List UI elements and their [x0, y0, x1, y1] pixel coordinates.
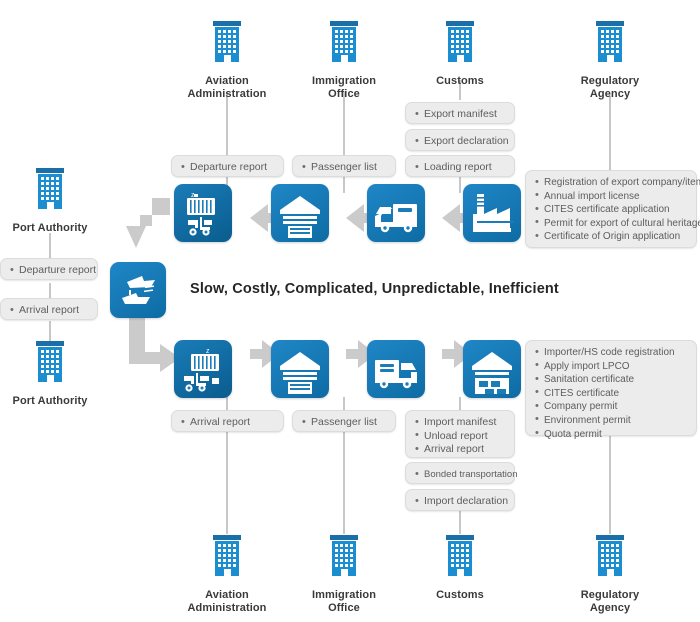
flow-tile-container-forklift-export[interactable]: z: [174, 184, 232, 242]
building-icon: [570, 532, 650, 585]
doc-box-port-arrival-report[interactable]: Arrival report: [0, 298, 98, 320]
doc-item: Departure report: [181, 161, 274, 175]
agency-regulatory-agency-top[interactable]: Regulatory Agency: [570, 18, 650, 100]
flow-tile-warehouse-import[interactable]: [271, 340, 329, 398]
doc-item: Loading report: [415, 161, 505, 175]
flow-tile-warehouse-export[interactable]: [271, 184, 329, 242]
doc-item: Quota permit: [535, 427, 687, 442]
doc-box-port-departure-report[interactable]: Departure report: [0, 258, 98, 280]
agency-label: Port Authority: [12, 395, 88, 407]
agency-aviation-administration-bottom[interactable]: Aviation Administration: [187, 532, 267, 614]
svg-text:z: z: [206, 348, 210, 355]
doc-item: Export manifest: [415, 108, 505, 122]
agency-regulatory-agency-bottom[interactable]: Regulatory Agency: [570, 532, 650, 614]
agency-label: Port Authority: [12, 222, 88, 234]
agency-customs-bottom[interactable]: Customs: [420, 532, 500, 602]
doc-item: Passenger list: [302, 161, 386, 175]
doc-item: Departure report: [10, 264, 96, 278]
building-icon: [10, 165, 90, 218]
building-icon: [10, 338, 90, 391]
agency-label: Aviation Administration: [187, 589, 267, 614]
doc-box-regulatory-export[interactable]: Registration of export company/item Annu…: [525, 170, 700, 248]
building-icon: [420, 18, 500, 71]
doc-item: Import manifest: [415, 416, 505, 430]
doc-box-passenger-list[interactable]: Passenger list: [292, 155, 396, 177]
flow-tile-truck-import[interactable]: [367, 340, 425, 398]
doc-item: Environment permit: [535, 413, 687, 428]
agency-aviation-administration-top[interactable]: Aviation Administration: [187, 18, 267, 100]
ship-node[interactable]: [110, 262, 166, 318]
doc-item: CITES certificate: [535, 386, 687, 401]
doc-item: CITES certificate application: [535, 203, 687, 217]
agency-label: Aviation Administration: [187, 75, 267, 100]
doc-item: Permit for export of cultural heritage: [535, 216, 700, 231]
flow-tile-factory-export[interactable]: [463, 184, 521, 242]
doc-item: Company permit: [535, 400, 687, 414]
agency-customs-top[interactable]: Customs: [420, 18, 500, 88]
center-statement: Slow, Costly, Complicated, Unpredictable…: [190, 281, 559, 297]
doc-item: Export declaration: [415, 135, 509, 149]
elbow-arrow-to-import: [129, 318, 180, 372]
doc-item: Passenger list: [302, 416, 386, 430]
agency-label: Customs: [436, 589, 484, 601]
building-icon: [570, 18, 650, 71]
doc-box-export-manifest[interactable]: Export manifest: [405, 102, 515, 124]
doc-item: Arrival report: [415, 443, 505, 457]
elbow-arrow-to-ship: [126, 198, 170, 248]
agency-immigration-office-bottom[interactable]: Immigration Office: [304, 532, 384, 614]
building-icon: [304, 532, 384, 585]
doc-box-bonded-transportation[interactable]: Bonded transportation: [405, 462, 517, 484]
building-icon: [304, 18, 384, 71]
doc-box-loading-report[interactable]: Loading report: [405, 155, 515, 177]
doc-box-export-declaration[interactable]: Export declaration: [405, 129, 515, 151]
doc-item: Bonded transportation: [415, 468, 517, 482]
doc-item: Annual import license: [535, 189, 687, 204]
agency-label: Immigration Office: [311, 589, 377, 614]
agency-port-authority-import[interactable]: Port Authority: [10, 338, 90, 408]
doc-box-regulatory-import[interactable]: Importer/HS code registration Apply impo…: [525, 340, 697, 440]
agency-port-authority-export[interactable]: Port Authority: [10, 165, 90, 235]
doc-item: Arrival report: [181, 416, 274, 430]
doc-box-customs-import-group[interactable]: Import manifest Unload report Arrival re…: [405, 410, 515, 458]
doc-item: Sanitation certificate: [535, 373, 687, 387]
doc-box-arrival-report[interactable]: Arrival report: [171, 410, 284, 432]
building-icon: [420, 532, 500, 585]
flow-tile-truck-export[interactable]: [367, 184, 425, 242]
agency-label: Customs: [436, 75, 484, 87]
doc-box-departure-report[interactable]: Departure report: [171, 155, 284, 177]
agency-label: Immigration Office: [311, 75, 377, 100]
doc-item: Importer/HS code registration: [535, 346, 687, 360]
doc-item: Apply import LPCO: [535, 359, 687, 374]
agency-label: Regulatory Agency: [580, 75, 640, 100]
doc-item: Registration of export company/item: [535, 176, 700, 190]
agency-label: Regulatory Agency: [580, 589, 640, 614]
building-icon: [187, 532, 267, 585]
doc-item: Certificate of Origin application: [535, 230, 687, 244]
flow-tile-warehouse-storage-import[interactable]: [463, 340, 521, 398]
building-icon: [187, 18, 267, 71]
doc-item: Arrival report: [10, 304, 88, 318]
flow-tile-container-forklift-import[interactable]: z: [174, 340, 232, 398]
svg-text:z: z: [191, 192, 195, 199]
doc-box-passenger-list-import[interactable]: Passenger list: [292, 410, 396, 432]
doc-box-import-declaration[interactable]: Import declaration: [405, 489, 515, 511]
agency-immigration-office-top[interactable]: Immigration Office: [304, 18, 384, 100]
doc-item: Import declaration: [415, 495, 508, 509]
doc-item: Unload report: [415, 429, 505, 444]
